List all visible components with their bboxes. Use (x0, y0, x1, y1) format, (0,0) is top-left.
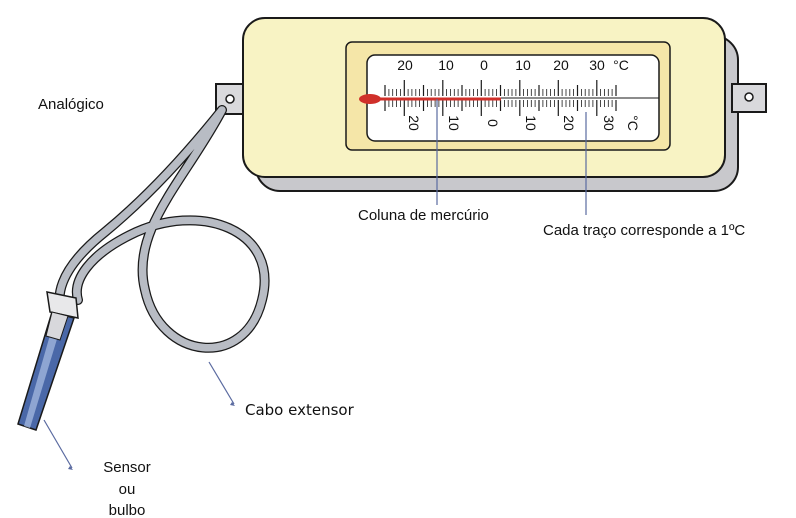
bottom-unit: °C (625, 115, 641, 131)
bottom-number: 20 (406, 115, 422, 131)
cable-pointer-arrow-icon (230, 402, 235, 406)
bottom-scale-numbers: 20 10 0 10 20 30 °C (406, 115, 641, 131)
bottom-number: 30 (601, 115, 617, 131)
bottom-number: 10 (523, 115, 539, 131)
analog-label: Analógico (38, 96, 104, 113)
sensor-label-line1: Sensor (103, 459, 151, 476)
sensor-label-line3: bulbo (109, 502, 146, 518)
top-number: 20 (553, 57, 569, 73)
bottom-number: 10 (446, 115, 462, 131)
extension-cable (54, 105, 270, 353)
sensor-pointer-line (43, 419, 73, 469)
cable-pointer-line (208, 361, 235, 405)
top-number: 30 (589, 57, 605, 73)
sensor-label-line2: ou (119, 481, 136, 498)
sensor-collar (46, 291, 79, 319)
bottom-number: 0 (485, 119, 501, 127)
left-screw-hole-icon (225, 94, 235, 104)
top-scale-ticks (384, 80, 617, 96)
sensor-pointer-arrow-icon (68, 466, 73, 470)
cable-label: Cabo extensor (245, 401, 355, 419)
top-scale-numbers: 20 10 0 10 20 30 °C (397, 57, 629, 73)
right-mounting-tab (731, 83, 767, 113)
top-unit: °C (613, 57, 629, 73)
top-number: 10 (438, 57, 454, 73)
top-number: 20 (397, 57, 413, 73)
mercury-bulb (359, 94, 381, 104)
top-number: 10 (515, 57, 531, 73)
mercury-column-label: Coluna de mercúrio (358, 207, 489, 224)
graduation-label: Cada traço corresponde a 1ºC (543, 222, 745, 239)
sensor-bulb (17, 291, 79, 431)
bottom-number: 20 (561, 115, 577, 131)
bottom-scale-ticks (384, 100, 617, 116)
right-screw-hole-icon (744, 92, 754, 102)
top-number: 0 (480, 57, 488, 73)
